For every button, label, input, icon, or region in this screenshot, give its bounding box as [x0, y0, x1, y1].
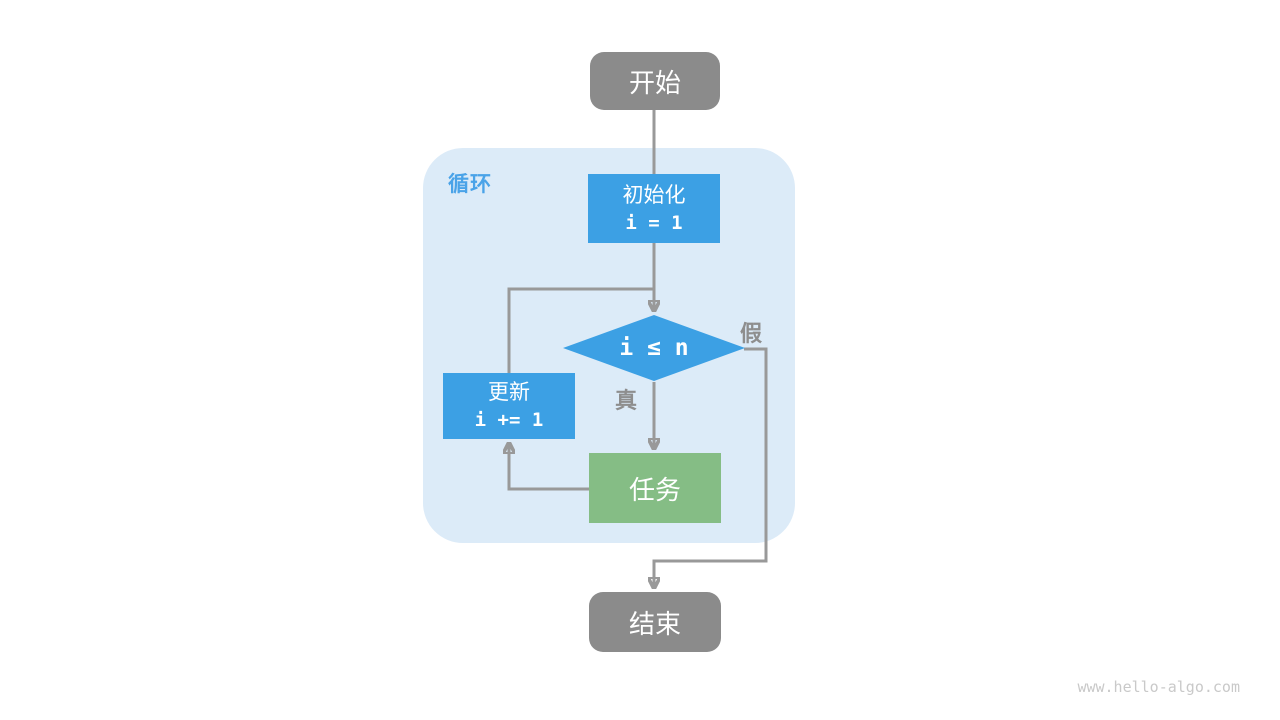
edge-condition-false-to-end	[654, 347, 768, 588]
end-label: 结束	[628, 608, 681, 639]
loop-label: 循环	[448, 173, 492, 196]
end-node: 结束	[589, 592, 721, 652]
true-branch-label: 真	[615, 388, 638, 413]
start-node: 开始	[590, 52, 720, 110]
start-label: 开始	[628, 67, 681, 98]
edge-update-to-condition	[507, 287, 653, 373]
init-label: 初始化	[622, 183, 686, 207]
task-node: 任务	[589, 453, 721, 523]
init-node: 初始化 i = 1	[588, 174, 720, 243]
false-branch-label: 假	[740, 321, 763, 346]
edge-task-to-update	[509, 443, 589, 491]
update-node: 更新 i += 1	[443, 373, 575, 439]
task-label: 任务	[628, 474, 681, 505]
watermark: www.hello-algo.com	[1077, 678, 1240, 696]
update-code: i += 1	[474, 409, 544, 431]
condition-code: i ≤ n	[619, 335, 689, 361]
init-code: i = 1	[625, 211, 683, 234]
update-label: 更新	[488, 381, 530, 404]
